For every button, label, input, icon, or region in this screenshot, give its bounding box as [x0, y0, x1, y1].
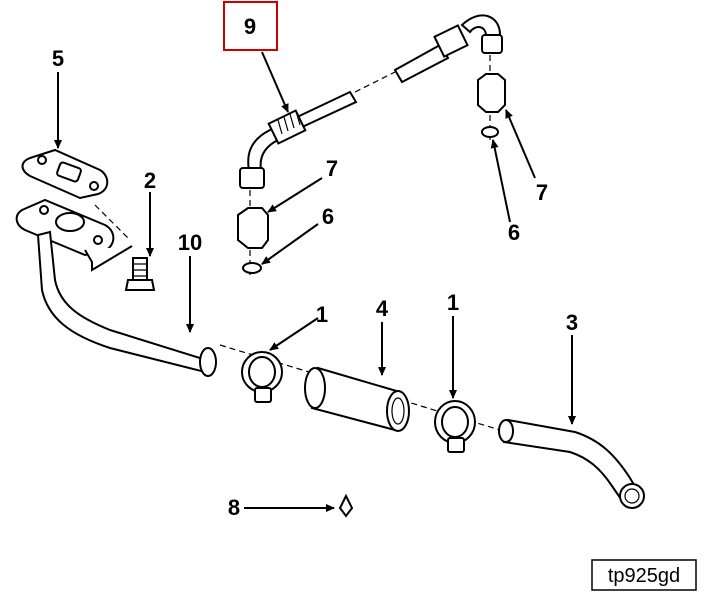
callout-5: 5 [52, 46, 64, 71]
callout-1b: 1 [447, 290, 459, 315]
reference-code-box [591, 559, 697, 591]
oil-drain-hose-assembly [239, 14, 503, 189]
callout-4: 4 [376, 296, 389, 321]
centerline [94, 204, 131, 241]
fitting-left [237, 207, 269, 249]
callout-1a: 1 [316, 302, 328, 327]
callout-6b: 6 [508, 220, 520, 245]
return-tube [498, 418, 645, 509]
callout-2: 2 [144, 168, 156, 193]
leader-7b [505, 109, 536, 179]
leader-6a [261, 223, 319, 265]
hose-clamp-right [434, 400, 476, 453]
o-ring-right [481, 126, 499, 138]
hose [304, 366, 410, 432]
leader-9 [261, 51, 289, 113]
nut [338, 493, 354, 518]
leader-6b [490, 139, 511, 223]
reference-code: tp925gd [608, 565, 680, 587]
leader-7a [267, 177, 323, 213]
callout-3: 3 [566, 310, 578, 335]
capscrew [124, 257, 156, 291]
hose-clamp-left [241, 351, 283, 403]
callout-9: 9 [244, 14, 256, 39]
centerline [354, 71, 396, 93]
callout-7a: 7 [326, 156, 338, 181]
oil-drain-tube [15, 198, 217, 377]
o-ring-left [242, 262, 262, 274]
callout-8: 8 [228, 495, 240, 520]
callout-10: 10 [178, 230, 202, 255]
leader-1a [269, 317, 319, 351]
callout-9-highlight [223, 1, 278, 51]
callout-6a: 6 [322, 204, 334, 229]
fitting-right [477, 73, 506, 113]
callout-7b: 7 [536, 180, 548, 205]
